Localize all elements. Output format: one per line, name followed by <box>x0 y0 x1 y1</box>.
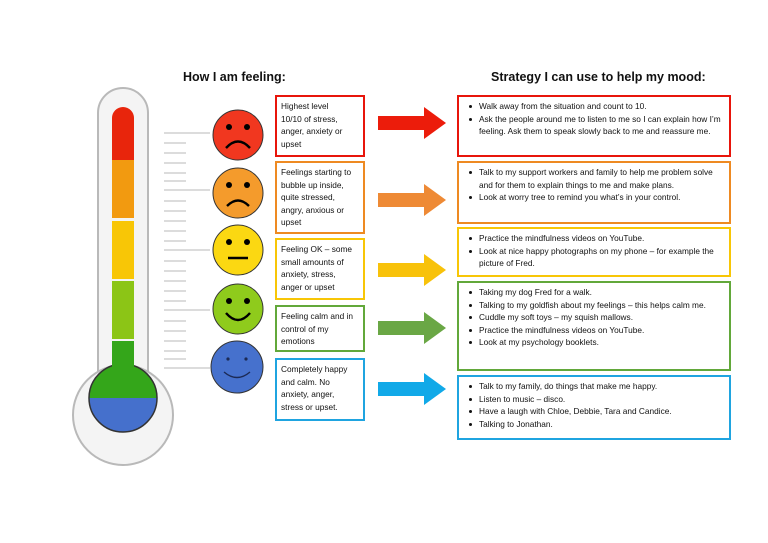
strategy-list: Talk to my support workers and family to… <box>463 166 723 204</box>
feeling-line: Feelings starting to <box>281 167 352 177</box>
strategy-item: Look at worry tree to remind you what’s … <box>469 191 723 204</box>
feeling-line: bubble up inside, <box>281 179 344 190</box>
feeling-line: Feeling calm and in <box>281 311 353 321</box>
thermometer-scale-marks <box>164 132 210 369</box>
feeling-line: quite stressed, <box>281 192 335 202</box>
right-arrow-icon-blue <box>378 373 446 405</box>
feeling-line: upset <box>281 138 302 149</box>
feeling-line: and calm. No <box>281 376 330 387</box>
neutral-face-icon <box>212 224 264 276</box>
feeling-box-blue: Completely happy and calm. No anxiety, a… <box>275 358 365 421</box>
strategy-box-red: Walk away from the situation and count t… <box>457 95 731 157</box>
smiling-face-icon <box>212 283 264 335</box>
right-arrow-icon-yellow <box>378 254 446 286</box>
strategy-list: Practice the mindfulness videos on YouTu… <box>463 232 723 270</box>
feeling-line: Feeling OK – some <box>281 244 353 254</box>
strategy-item: Have a laugh with Chloe, Debbie, Tara an… <box>469 405 723 418</box>
strategy-heading: Strategy I can use to help my mood: <box>491 70 706 84</box>
feeling-line: 10/10 of stress, <box>281 113 338 124</box>
strategy-box-yellow: Practice the mindfulness videos on YouTu… <box>457 227 731 277</box>
how-i-am-feeling-heading: How I am feeling: <box>183 70 286 84</box>
strategy-list: Taking my dog Fred for a walk. Talking t… <box>463 286 723 349</box>
strategy-item: Talk to my support workers and family to… <box>469 166 723 191</box>
feeling-line: Highest level <box>281 101 329 111</box>
feeling-line: stress or upset. <box>281 401 338 412</box>
strategy-box-blue: Talk to my family, do things that make m… <box>457 375 731 440</box>
strategy-item: Taking my dog Fred for a walk. <box>469 286 723 299</box>
strategy-item: Practice the mindfulness videos on YouTu… <box>469 232 723 245</box>
thermometer-diagram <box>72 87 264 466</box>
thermometer-tube <box>112 107 134 391</box>
tube-segment-orange <box>112 160 134 218</box>
right-arrow-icon-red <box>378 107 446 139</box>
strategy-item: Ask the people around me to listen to me… <box>469 113 723 138</box>
feeling-line: Completely happy <box>281 364 348 374</box>
feeling-line: emotions <box>281 336 315 346</box>
strategy-item: Walk away from the situation and count t… <box>469 100 723 113</box>
frowning-face-icon <box>212 109 264 161</box>
feeling-line: anger or upset <box>281 281 335 292</box>
tube-segment-lime <box>112 281 134 339</box>
strategy-box-green: Taking my dog Fred for a walk. Talking t… <box>457 281 731 371</box>
happy-face-icon <box>210 340 264 394</box>
feeling-line: small amounts of <box>281 256 344 267</box>
strategy-list: Talk to my family, do things that make m… <box>463 380 723 430</box>
feeling-line: anger, anxiety or <box>281 126 343 136</box>
tube-segment-red <box>112 107 134 160</box>
strategy-item: Talk to my family, do things that make m… <box>469 380 723 393</box>
strategy-item: Look at my psychology booklets. <box>469 336 723 349</box>
right-arrow-icon-orange <box>378 184 446 216</box>
feeling-box-green: Feeling calm and in control of my emotio… <box>275 305 365 352</box>
feeling-line: control of my <box>281 323 329 334</box>
strategy-list: Walk away from the situation and count t… <box>463 100 723 138</box>
feeling-line: anxiety, anger, <box>281 389 335 399</box>
thermometer-bulb <box>88 355 158 433</box>
feeling-line: anxiety, stress, <box>281 269 336 279</box>
strategy-item: Talking to Jonathan. <box>469 418 723 431</box>
right-arrow-icon-green <box>378 312 446 344</box>
strategy-item: Talking to my goldfish about my feelings… <box>469 299 723 312</box>
tube-segment-yellow <box>112 221 134 279</box>
strategy-item: Practice the mindfulness videos on YouTu… <box>469 324 723 337</box>
worried-face-icon <box>212 167 264 219</box>
feeling-box-red: Highest level 10/10 of stress, anger, an… <box>275 95 365 157</box>
strategy-item: Cuddle my soft toys – my squish mallows. <box>469 311 723 324</box>
strategy-item: Listen to music – disco. <box>469 393 723 406</box>
feeling-box-orange: Feelings starting to bubble up inside, q… <box>275 161 365 234</box>
feeling-box-yellow: Feeling OK – some small amounts of anxie… <box>275 238 365 300</box>
strategy-item: Look at nice happy photographs on my pho… <box>469 245 723 270</box>
strategy-box-orange: Talk to my support workers and family to… <box>457 161 731 224</box>
feeling-line: upset <box>281 217 302 227</box>
feeling-line: angry, anxious or <box>281 204 345 215</box>
